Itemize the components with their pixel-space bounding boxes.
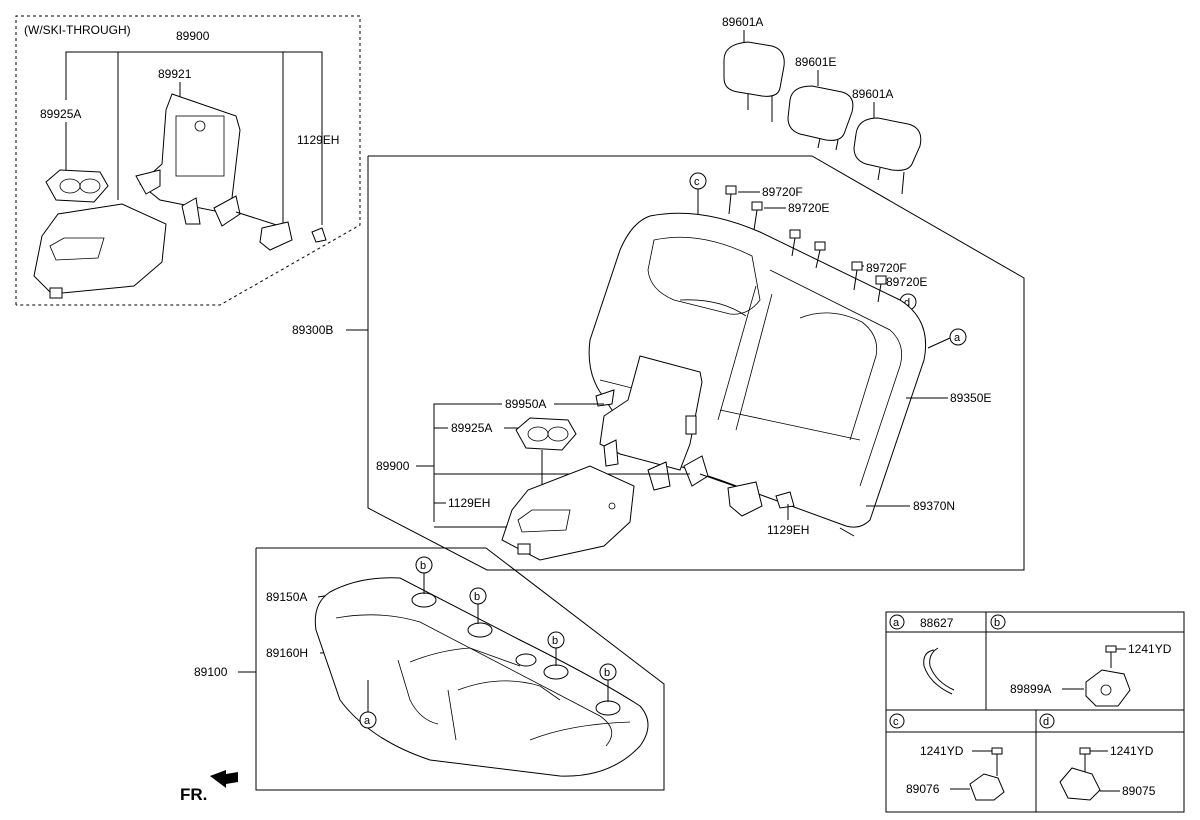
marker-b-cushion-4: b: [599, 663, 617, 702]
marker-a-cushion: a: [359, 680, 377, 729]
svg-text:c: c: [694, 176, 700, 188]
headrest-left: [723, 41, 785, 122]
seat-cushion: [314, 577, 649, 777]
callout-89160h: 89160H: [266, 646, 308, 660]
callout-back-1129eh-1: 1129EH: [448, 496, 490, 510]
headrest-guides: 89720F 89720E 89720F 89720E: [725, 185, 927, 303]
svg-text:d: d: [1043, 716, 1049, 728]
svg-text:a: a: [954, 332, 961, 344]
callout-89720f-1: 89720F: [762, 185, 803, 199]
ski-through-inset: (W/SKI-THROUGH) 89900 89921 89925A 1129E…: [15, 15, 361, 306]
front-indicator: FR.: [180, 770, 238, 804]
seat-cushion-group: 89100 89150A 89160H b b b: [194, 547, 665, 791]
seat-back-group: 89300B c d a: [292, 155, 1025, 571]
callout-89601a-2: 89601A: [852, 87, 893, 101]
back-bracket-frame: [595, 355, 703, 471]
callout-89720f-2: 89720F: [866, 261, 907, 275]
callout-back-1129eh-2: 1129EH: [767, 523, 809, 537]
callout-back-89925a: 89925A: [451, 421, 492, 435]
ski-through-label: (W/SKI-THROUGH): [24, 23, 131, 37]
ski-bracket-frame: [135, 93, 241, 225]
callout-89100: 89100: [194, 665, 228, 679]
legend-d-part: 89075: [1122, 784, 1156, 798]
front-arrow-icon: [210, 770, 238, 788]
back-armrest: [501, 465, 635, 561]
callout-ski-89900: 89900: [176, 29, 210, 43]
legend-a-part: 88627: [920, 616, 954, 630]
callout-89950a: 89950A: [505, 397, 546, 411]
legend-table: a 88627 b 1241YD 89899A c 1241YD 89076: [885, 611, 1185, 813]
ski-hinge-rod: [213, 195, 327, 251]
callout-89370n: 89370N: [913, 499, 955, 513]
svg-text:b: b: [994, 617, 1000, 629]
svg-text:c: c: [893, 716, 899, 728]
callout-ski-1129eh: 1129EH: [297, 133, 339, 147]
marker-c-back: c: [689, 172, 707, 214]
svg-text:d: d: [904, 297, 910, 309]
svg-text:b: b: [604, 667, 610, 679]
callout-89720e-2: 89720E: [886, 275, 927, 289]
marker-a-back: a: [927, 328, 967, 349]
legend-a: a 88627: [889, 614, 955, 695]
legend-d-bolt: 1241YD: [1110, 744, 1154, 758]
callout-89601a-1: 89601A: [722, 15, 763, 29]
svg-text:b: b: [420, 560, 426, 572]
ski-armrest: [33, 203, 167, 299]
marker-b-cushion-2: b: [469, 587, 487, 624]
headrest-center: [787, 85, 854, 151]
legend-c: c 1241YD 89076: [889, 713, 1005, 801]
svg-text:b: b: [552, 635, 558, 647]
ski-cup-holder: [45, 169, 109, 203]
legend-b-part: 89899A: [1010, 682, 1051, 696]
svg-text:a: a: [893, 617, 900, 629]
legend-c-bolt: 1241YD: [920, 744, 964, 758]
headrest-right: [853, 117, 922, 195]
front-label: FR.: [180, 785, 207, 804]
svg-text:a: a: [364, 715, 371, 727]
legend-b: b 1241YD 89899A: [990, 614, 1172, 707]
headrests: 89601A 89601E 89601A: [722, 15, 922, 195]
callout-ski-89925a: 89925A: [40, 107, 81, 121]
callout-89601e: 89601E: [795, 55, 836, 69]
callout-ski-89921: 89921: [158, 67, 192, 81]
callout-89350e: 89350E: [950, 391, 991, 405]
legend-c-part: 89076: [906, 782, 940, 796]
back-hinge-rod: [647, 455, 795, 517]
legend-d: d 1241YD 89075: [1039, 713, 1156, 801]
marker-b-cushion-3: b: [547, 631, 565, 666]
callout-89720e-1: 89720E: [788, 201, 829, 215]
marker-b-cushion-1: b: [415, 556, 433, 594]
callout-back-89900: 89900: [376, 459, 410, 473]
legend-b-bolt: 1241YD: [1128, 642, 1172, 656]
callout-89300b: 89300B: [292, 323, 333, 337]
callout-89150a: 89150A: [266, 590, 307, 604]
svg-text:b: b: [474, 591, 480, 603]
